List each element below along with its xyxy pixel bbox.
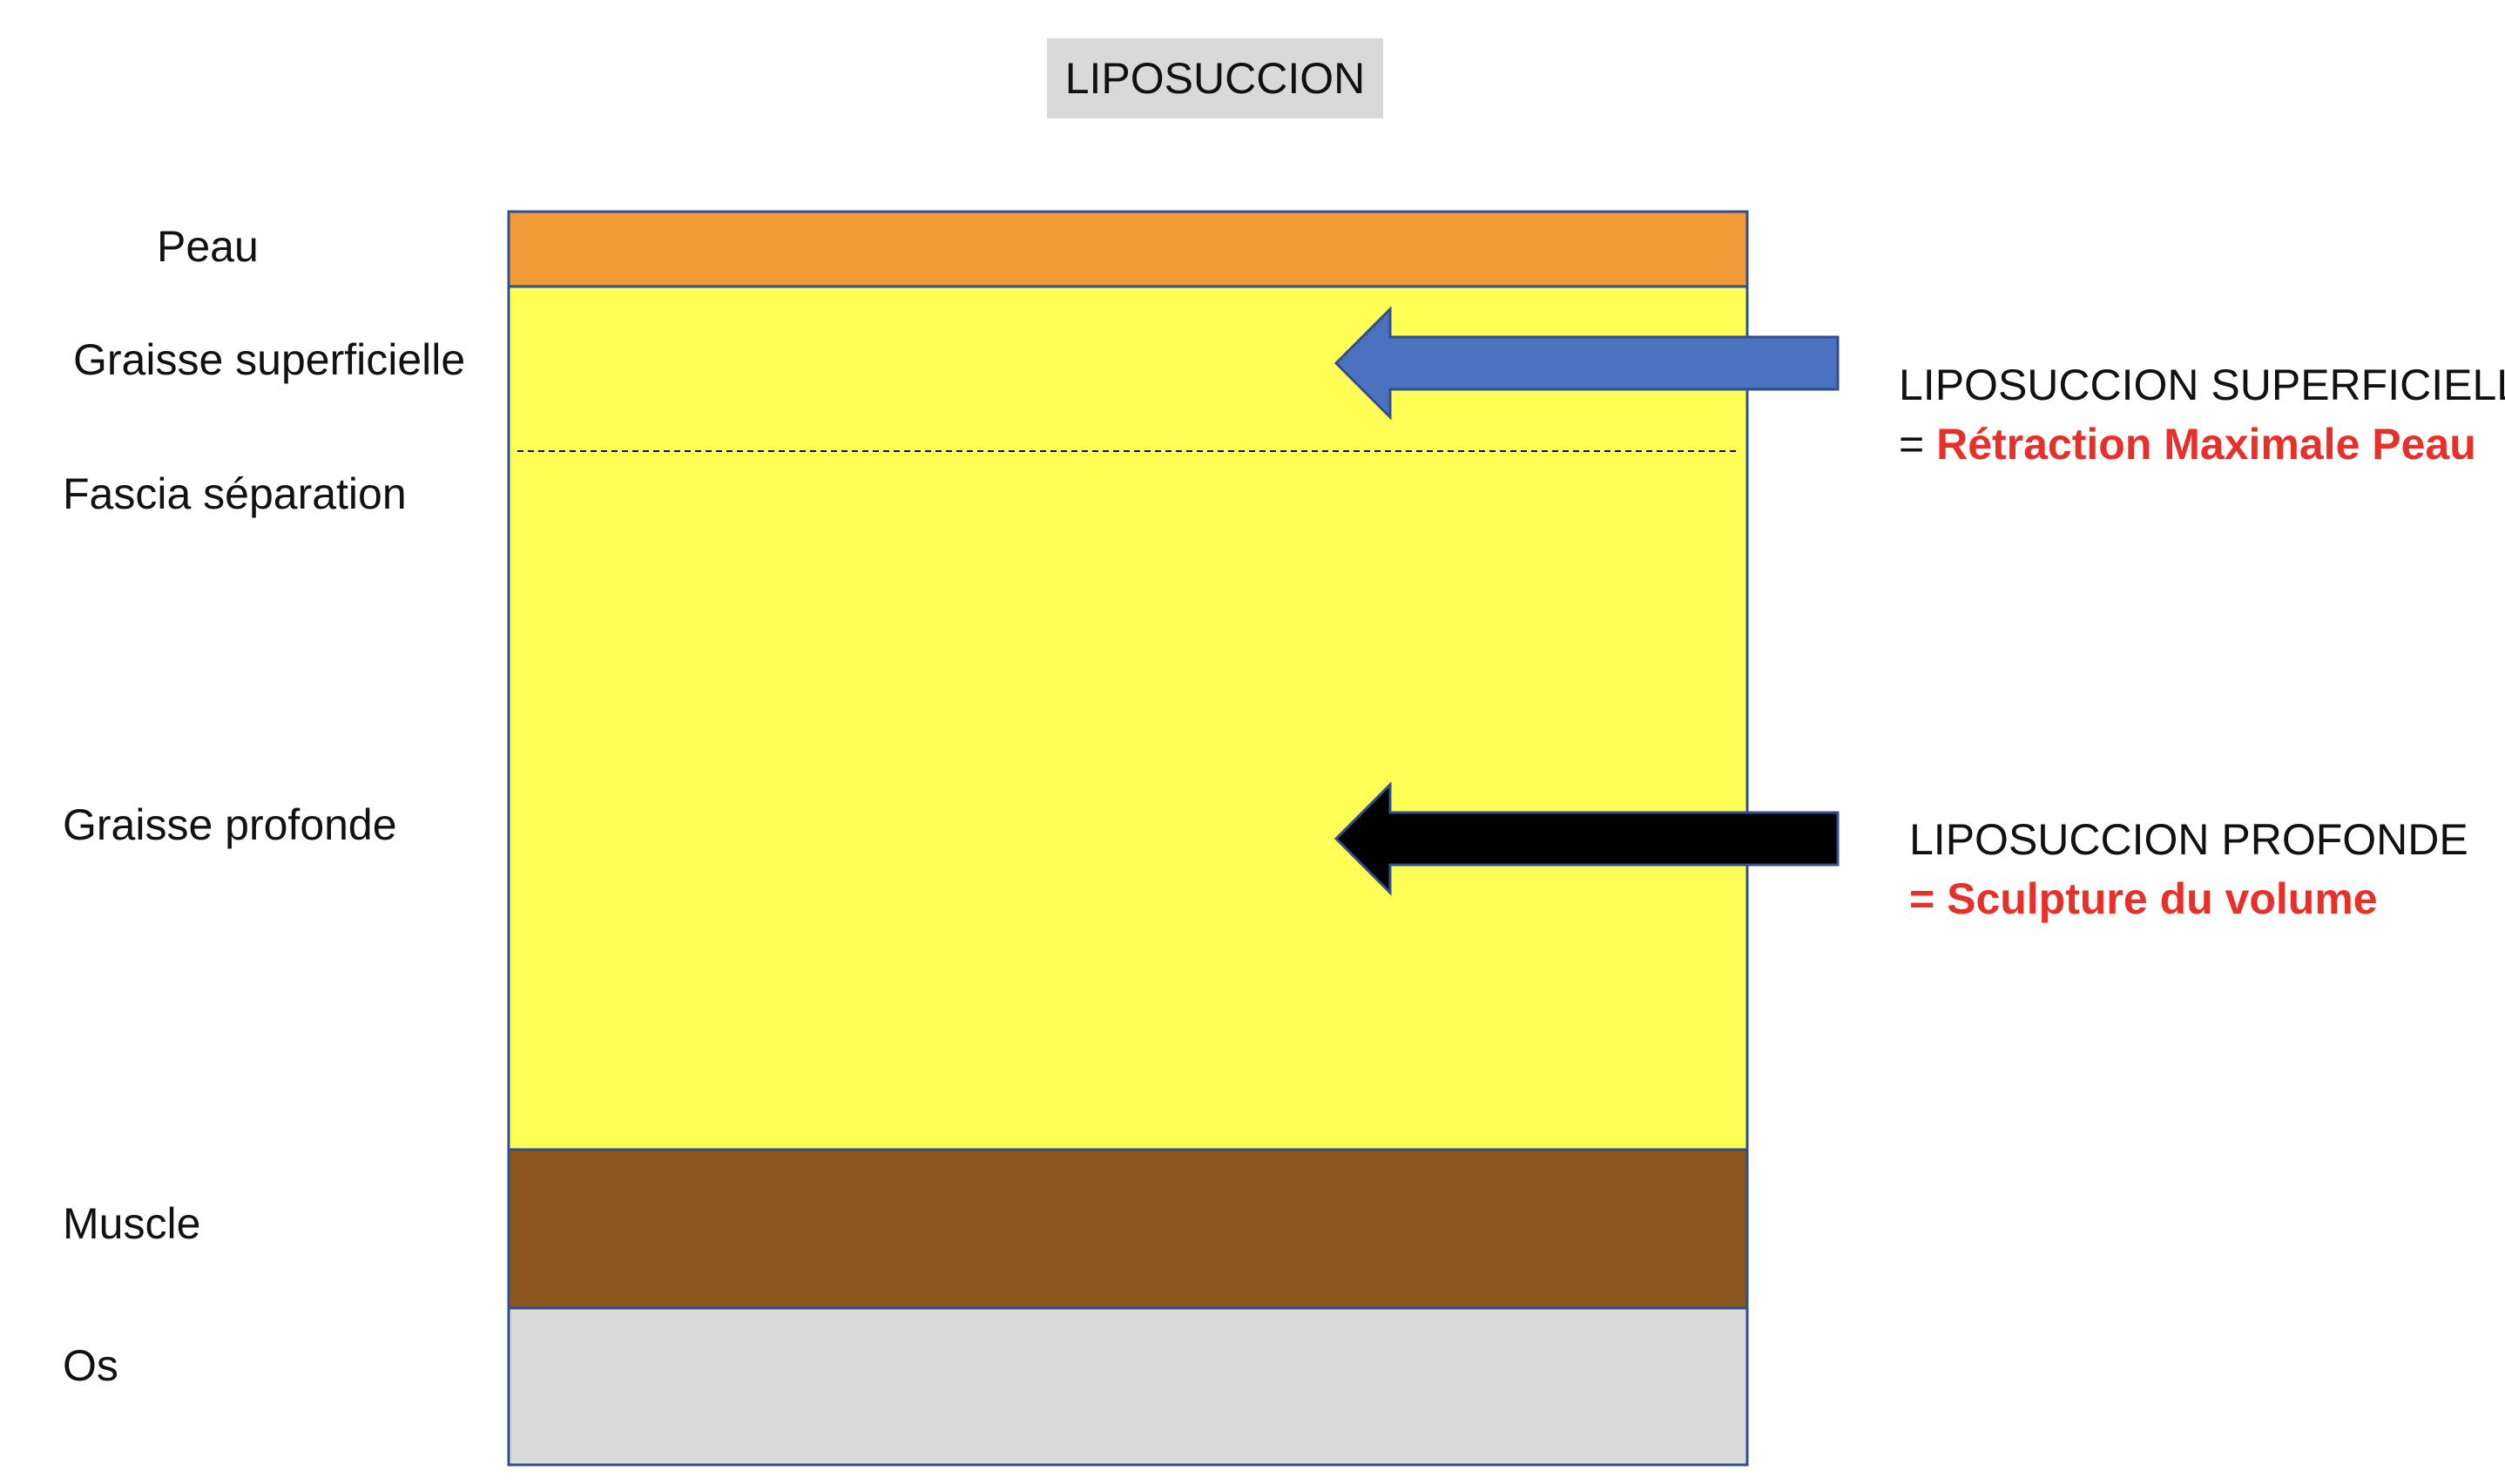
layer-graisse <box>507 285 1749 1151</box>
annotation-superficielle-effect: Rétraction Maximale Peau <box>1936 420 2476 469</box>
label-peau: Peau <box>157 222 259 271</box>
label-fascia-separation: Fascia séparation <box>63 469 407 518</box>
label-graisse-profonde: Graisse profonde <box>63 800 397 849</box>
layer-muscle <box>507 1148 1749 1310</box>
superficial-arrow-icon <box>1334 306 1840 421</box>
layer-peau <box>507 210 1749 288</box>
annotation-profonde: LIPOSUCCION PROFONDE = Sculpture du volu… <box>1909 810 2468 928</box>
deep-arrow-icon <box>1334 781 1840 896</box>
annotation-superficielle-prefix: = <box>1899 420 1937 469</box>
layer-os <box>507 1306 1749 1467</box>
annotation-superficielle-effect-line: = Rétraction Maximale Peau <box>1899 415 2505 474</box>
label-graisse-superficielle: Graisse superficielle <box>73 335 466 384</box>
label-muscle: Muscle <box>63 1199 201 1248</box>
annotation-profonde-effect: = Sculpture du volume <box>1909 874 2378 923</box>
diagram-title: LIPOSUCCION <box>1047 38 1383 118</box>
label-os: Os <box>63 1341 118 1390</box>
annotation-superficielle: LIPOSUCCION SUPERFICIELLE = Rétraction M… <box>1899 355 2505 474</box>
annotation-profonde-heading: LIPOSUCCION PROFONDE <box>1909 815 2468 864</box>
annotation-superficielle-heading: LIPOSUCCION SUPERFICIELLE <box>1899 361 2505 409</box>
